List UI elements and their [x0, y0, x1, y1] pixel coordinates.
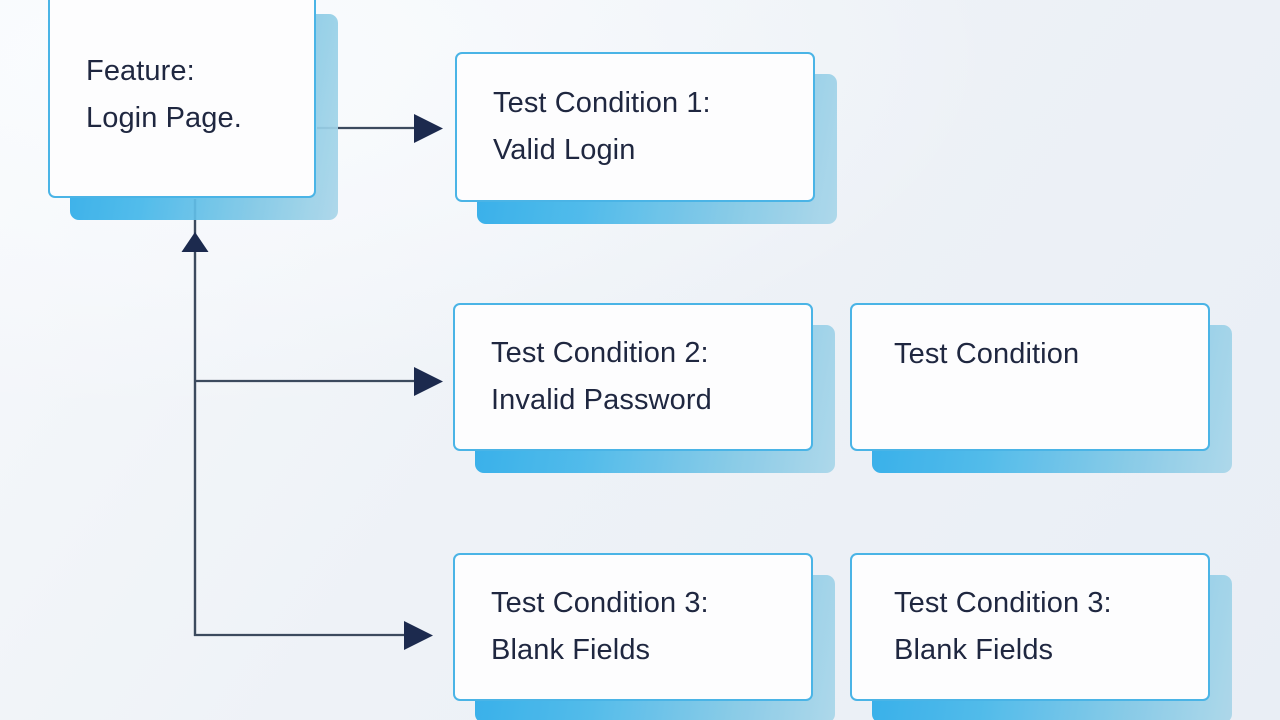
arrowhead-right-icon [404, 621, 433, 650]
connector-trunk-to-condition2 [194, 367, 443, 396]
test-condition-3-line-2: Blank Fields [491, 634, 651, 666]
card-body[interactable]: Test Condition 2: Invalid Password [453, 303, 813, 451]
test-condition-partial-node[interactable]: Test Condition [850, 303, 1232, 473]
arrowhead-right-icon [414, 114, 443, 143]
test-condition-3-duplicate-node[interactable]: Test Condition 3: Blank Fields [850, 553, 1232, 720]
test-condition-1-node[interactable]: Test Condition 1: Valid Login [455, 52, 837, 224]
card-body[interactable]: Test Condition 3: Blank Fields [453, 553, 813, 701]
feature-node-line-1: Feature: [86, 55, 195, 88]
test-condition-1-line-2: Valid Login [493, 134, 636, 166]
test-condition-3-line-1: Test Condition 3: [491, 587, 709, 620]
card-body[interactable]: Test Condition 3: Blank Fields [850, 553, 1210, 701]
connector-trunk-vertical [181, 199, 209, 636]
connector-trunk-to-condition3 [194, 621, 433, 650]
test-condition-3-node[interactable]: Test Condition 3: Blank Fields [453, 553, 835, 720]
test-condition-1-line-1: Test Condition 1: [493, 87, 711, 120]
test-condition-3-duplicate-line-1: Test Condition 3: [894, 587, 1112, 620]
card-body[interactable]: Test Condition [850, 303, 1210, 451]
feature-node-line-2: Login Page. [86, 102, 242, 134]
arrowhead-up-icon [181, 232, 209, 252]
test-condition-2-line-2: Invalid Password [491, 384, 712, 416]
test-condition-3-duplicate-line-2: Blank Fields [894, 634, 1054, 666]
test-condition-2-node[interactable]: Test Condition 2: Invalid Password [453, 303, 835, 473]
arrowhead-right-icon [414, 367, 443, 396]
test-condition-partial-line-1: Test Condition [894, 338, 1080, 370]
test-condition-2-line-1: Test Condition 2: [491, 337, 709, 370]
card-body[interactable]: Test Condition 1: Valid Login [455, 52, 815, 202]
feature-node[interactable]: Feature: Login Page. [48, 0, 338, 220]
card-body[interactable]: Feature: Login Page. [48, 0, 316, 198]
